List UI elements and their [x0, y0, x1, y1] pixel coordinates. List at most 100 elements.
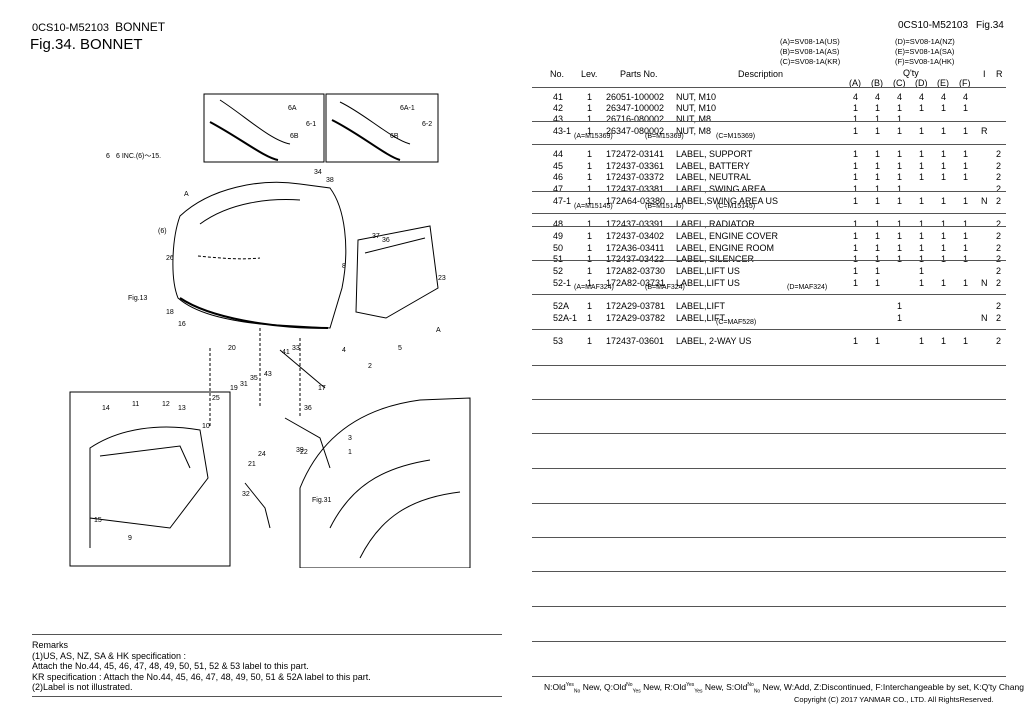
item-no: 48	[553, 219, 564, 229]
item-lev: 1	[587, 149, 593, 159]
description: LABEL, 2-WAY US	[676, 336, 752, 346]
remarks: Remarks (1)US, AS, NZ, SA & HK specifica…	[32, 640, 371, 692]
diagram-callout: 39	[296, 447, 304, 454]
item-lev: 1	[587, 219, 593, 229]
qty-cell: 1	[963, 172, 969, 182]
qty-cell: 1	[941, 231, 947, 241]
diagram-callout: 43	[264, 371, 272, 378]
diagram-callout: 7	[60, 88, 64, 90]
qty-cell: 1	[897, 114, 903, 124]
diagram-callout: 5	[398, 345, 402, 352]
subnote: (D=MAF324)	[787, 284, 828, 291]
diagram-callout: 26	[166, 255, 174, 262]
remark-ref: 2	[996, 278, 1002, 288]
diagram-callout: 15	[94, 517, 102, 524]
qty-cell: 1	[897, 243, 903, 253]
qty-cell: 1	[875, 336, 881, 346]
item-no: 53	[553, 336, 564, 346]
qty-cell: 1	[941, 243, 947, 253]
diagram-callout: 21	[248, 461, 256, 468]
item-lev: 1	[587, 243, 593, 253]
qty-cell: 1	[897, 172, 903, 182]
description: LABEL, ENGINE ROOM	[676, 243, 775, 253]
qty-cell: 1	[941, 149, 947, 159]
col-desc: Description	[738, 69, 784, 79]
diagram-callout: 17	[318, 385, 326, 392]
item-no: 47	[553, 184, 564, 194]
qty-cell: 1	[853, 184, 859, 194]
interchange: R	[981, 126, 988, 136]
subnote: (A=M15369)	[574, 133, 613, 140]
diagram-callout: 23	[438, 275, 446, 282]
item-lev: 1	[587, 114, 593, 124]
diagram-callout: 36	[382, 237, 390, 244]
qty-cell: 4	[963, 92, 969, 102]
diagram-callout: 10	[202, 423, 210, 430]
qty-cell: 1	[897, 301, 903, 311]
qty-cell: 1	[897, 231, 903, 241]
part-number: 172A29-03781	[606, 301, 666, 311]
qty-cell: 1	[897, 149, 903, 159]
diagram-callout: Fig.13	[128, 295, 148, 302]
diagram-callout: 34	[314, 169, 322, 176]
description: LABEL, ENGINE COVER	[676, 231, 779, 241]
item-no: 46	[553, 172, 564, 182]
remark-ref: 2	[996, 243, 1002, 253]
qty-cell: 1	[875, 219, 881, 229]
diagram-callout: Fig.31	[312, 497, 332, 504]
qty-cell: 1	[875, 184, 881, 194]
part-number: 172A82-03730	[606, 266, 666, 276]
qty-cell: 1	[963, 243, 969, 253]
part-number: 172437-03381	[606, 184, 665, 194]
subnote: (C=MAF528)	[716, 319, 757, 326]
qty-cell: 1	[941, 161, 947, 171]
qty-cell: 1	[941, 196, 947, 206]
header-fig: Fig.34	[976, 20, 1004, 31]
part-number: 172A29-03782	[606, 313, 666, 323]
item-lev: 1	[587, 172, 593, 182]
qty-cell: 4	[875, 92, 881, 102]
diagram-callout: 18	[166, 309, 174, 316]
diagram-callout: 16	[178, 321, 186, 328]
col-i: I	[983, 69, 986, 79]
subnote: (C=M15145)	[716, 203, 756, 210]
diagram-callout: 33	[292, 345, 300, 352]
remark-ref: 2	[996, 161, 1002, 171]
description: NUT, M8	[676, 114, 712, 124]
diagram-callout: A	[184, 191, 189, 198]
header-section: BONNET	[115, 20, 166, 34]
diagram-callout: 11	[132, 401, 139, 408]
qty-cell: 1	[875, 243, 881, 253]
diagram-callout: 9	[128, 535, 132, 542]
diagram-callout: 14	[102, 405, 110, 412]
part-number: 172437-03361	[606, 161, 665, 171]
qty-cell: 1	[875, 114, 881, 124]
qty-cell: 1	[941, 278, 947, 288]
qty-cell: 1	[963, 161, 969, 171]
description: LABEL,LIFT US	[676, 278, 740, 288]
qty-cell: 1	[941, 172, 947, 182]
remark-ref: 2	[996, 184, 1002, 194]
item-no: 42	[553, 103, 564, 113]
qty-cell: 1	[919, 196, 925, 206]
diagram-callout: 38	[326, 177, 334, 184]
qty-cell: 1	[963, 149, 969, 159]
remark-ref: 2	[996, 149, 1002, 159]
item-lev: 1	[587, 313, 593, 323]
qty-cell: 1	[963, 278, 969, 288]
qty-cell: 4	[853, 92, 859, 102]
qty-cell: 1	[919, 266, 925, 276]
diagram-callout: 4	[342, 347, 346, 354]
item-no: 49	[553, 231, 564, 241]
qty-col-b: (B)	[871, 78, 883, 88]
qty-cell: 1	[963, 219, 969, 229]
diagram-callout: 19	[230, 385, 238, 392]
